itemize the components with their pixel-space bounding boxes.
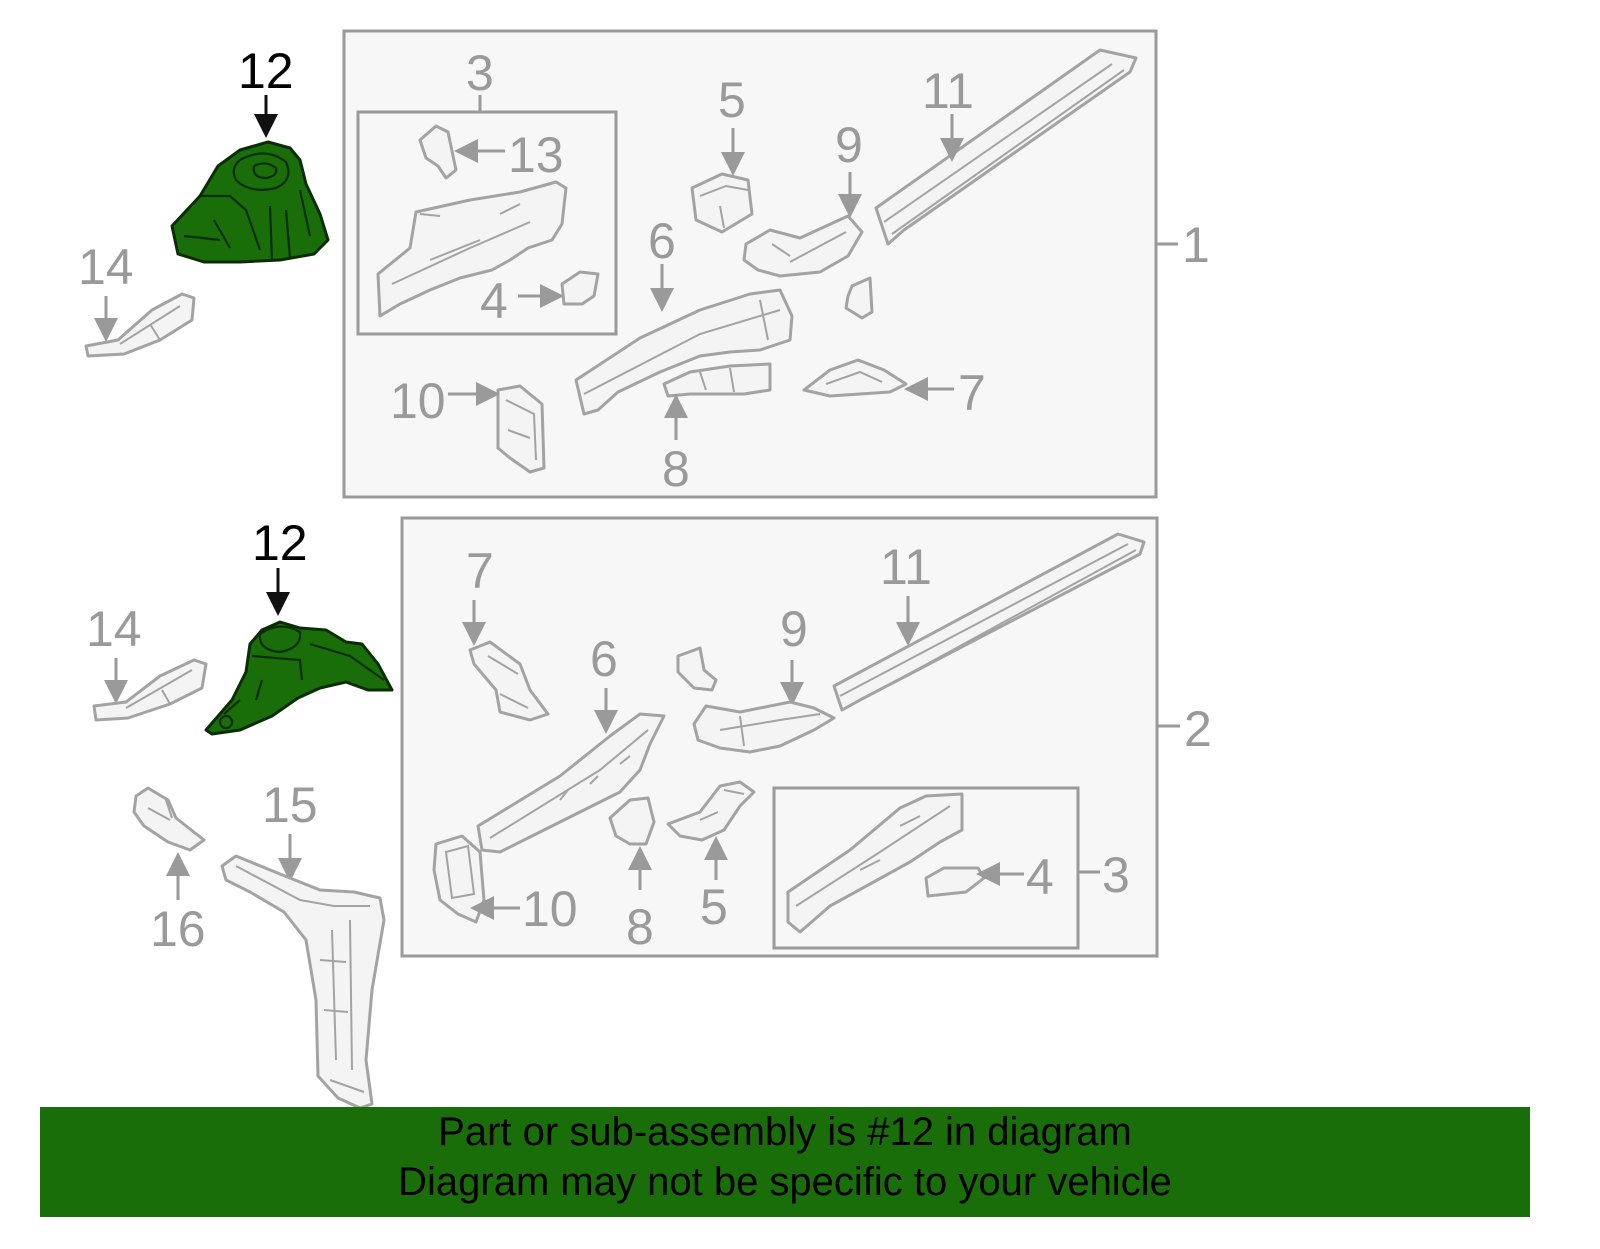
top-callout-7: 7: [958, 365, 986, 421]
top-part-4[interactable]: [560, 270, 600, 306]
banner-line-1: Part or sub-assembly is #12 in diagram: [438, 1110, 1132, 1154]
bottom-part-11[interactable]: [832, 532, 1146, 712]
info-banner: Part or sub-assembly is #12 in diagram D…: [40, 1107, 1530, 1217]
bottom-part-5[interactable]: [666, 780, 756, 842]
bottom-callout-10: 10: [522, 881, 578, 937]
top-callout-13: 13: [508, 127, 564, 183]
top-callout-9: 9: [835, 117, 863, 173]
bottom-part-bracket[interactable]: [676, 646, 718, 692]
bottom-callout-11: 11: [880, 539, 932, 595]
bottom-callout-12: 12: [252, 515, 308, 571]
top-callout-8: 8: [662, 441, 690, 497]
top-part-7[interactable]: [802, 358, 908, 398]
top-part-13[interactable]: [418, 124, 458, 180]
bottom-callout-9: 9: [780, 601, 808, 657]
top-part-6[interactable]: [574, 288, 794, 416]
bottom-callout-7: 7: [466, 543, 494, 599]
top-part-12-highlighted[interactable]: [170, 140, 330, 264]
bottom-callout-8: 8: [626, 899, 654, 955]
bottom-callout-4: 4: [1026, 849, 1054, 905]
bottom-part-9[interactable]: [692, 700, 836, 754]
top-callout-3: 3: [466, 45, 494, 101]
bottom-callout-15: 15: [262, 777, 318, 833]
bottom-callout-5: 5: [700, 879, 728, 935]
assembly-2-group: 2 7 6 9 11 10 8 5: [400, 516, 1212, 958]
bottom-part-8[interactable]: [608, 796, 656, 846]
top-callout-5: 5: [718, 72, 746, 128]
top-left-group: 12 14: [78, 43, 330, 358]
top-part-9[interactable]: [742, 214, 864, 278]
bottom-part-7[interactable]: [468, 640, 550, 722]
bottom-callout-14: 14: [86, 601, 142, 657]
top-part-bracket[interactable]: [844, 276, 874, 320]
top-callout-10: 10: [390, 373, 446, 429]
bottom-callout-16: 16: [150, 901, 206, 957]
top-part-11[interactable]: [874, 48, 1138, 246]
bottom-callout-6: 6: [590, 631, 618, 687]
callout-1: 1: [1182, 217, 1210, 273]
callout-2: 2: [1184, 701, 1212, 757]
top-callout-14: 14: [78, 239, 134, 295]
bottom-part-12-highlighted[interactable]: [204, 620, 394, 736]
assembly-1-group: 1 3 13 4 5 9 11 6: [342, 29, 1210, 499]
top-callout-12: 12: [238, 43, 294, 99]
top-callout-11: 11: [922, 63, 974, 119]
top-part-10[interactable]: [496, 384, 546, 474]
bottom-part-15[interactable]: [220, 854, 386, 1110]
banner-line-2: Diagram may not be specific to your vehi…: [398, 1160, 1172, 1204]
top-callout-4: 4: [480, 273, 508, 329]
bottom-left-group: 12 14 16 15: [86, 515, 394, 1110]
top-part-14[interactable]: [84, 292, 196, 358]
bottom-part-14[interactable]: [92, 658, 208, 722]
top-callout-6: 6: [648, 213, 676, 269]
bottom-callout-3: 3: [1102, 847, 1130, 903]
